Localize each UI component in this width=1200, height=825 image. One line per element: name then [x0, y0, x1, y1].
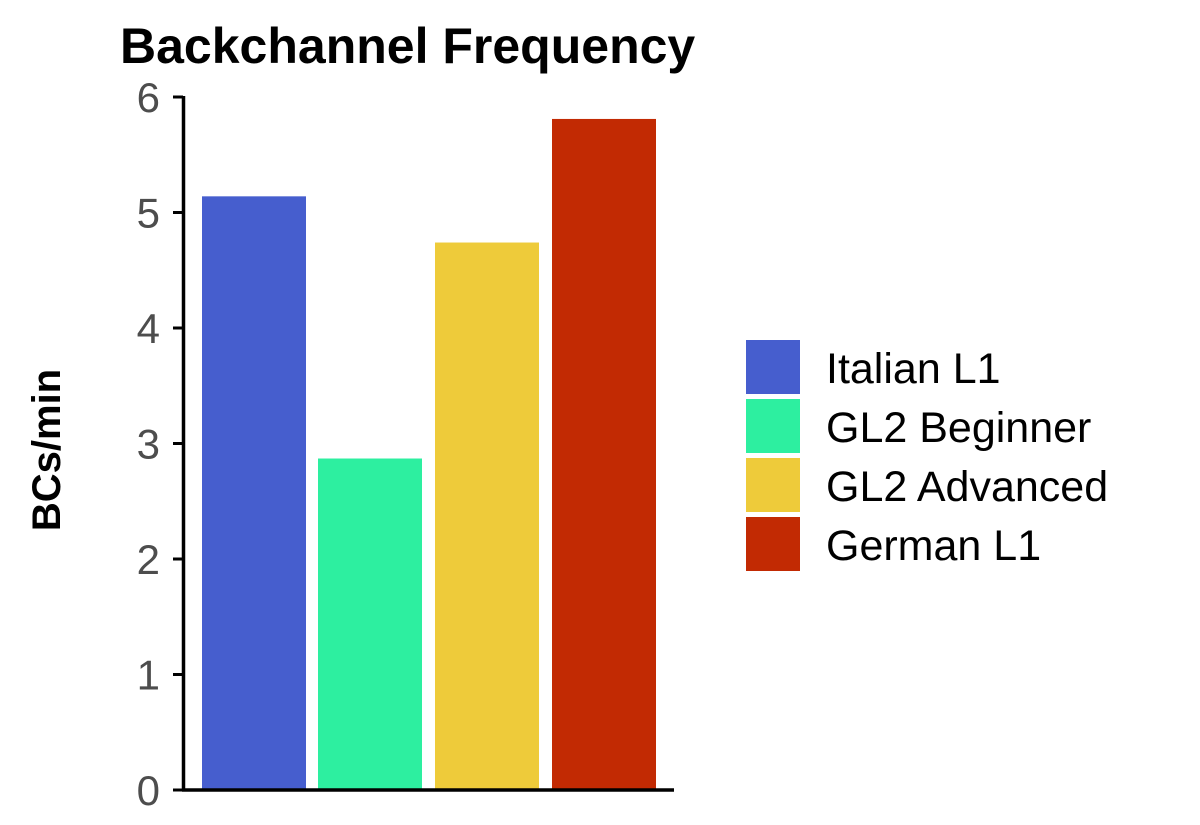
y-axis-ticks: 0 1 2 3 4 5 6	[137, 74, 183, 814]
y-tick-label: 3	[137, 421, 160, 468]
bar	[552, 118, 656, 790]
bars	[202, 118, 656, 790]
bar	[435, 242, 539, 790]
legend-label: GL2 Beginner	[826, 404, 1091, 452]
bar	[318, 458, 422, 790]
y-tick-label: 1	[137, 652, 160, 699]
chart-title: Backchannel Frequency	[120, 18, 695, 74]
y-axis-label: BCs/min	[25, 369, 69, 531]
legend-key	[746, 399, 800, 453]
y-tick-label: 4	[137, 305, 160, 352]
y-tick-label: 6	[137, 74, 160, 121]
legend-label: Italian L1	[826, 345, 1001, 393]
y-tick-label: 2	[137, 536, 160, 583]
legend-key	[746, 517, 800, 571]
y-tick-label: 0	[137, 767, 160, 814]
legend-label: German L1	[826, 522, 1041, 570]
bar	[202, 196, 306, 790]
y-tick-label: 5	[137, 190, 160, 237]
legend-key	[746, 458, 800, 512]
legend-label: GL2 Advanced	[826, 463, 1108, 511]
legend-key	[746, 340, 800, 394]
